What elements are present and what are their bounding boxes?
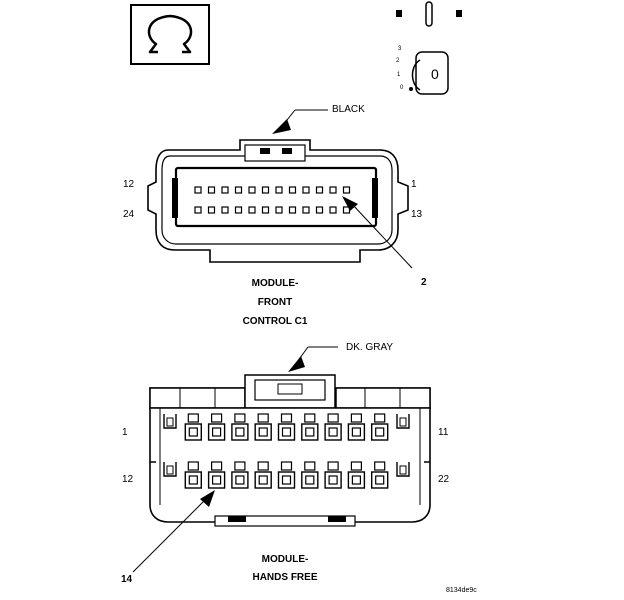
connector-hands-free bbox=[132, 346, 431, 573]
c1-callout-label: 2 bbox=[421, 277, 427, 288]
connector-c1 bbox=[147, 109, 413, 269]
c1-pin-label-bottom-right: 13 bbox=[411, 209, 423, 220]
c1-pin-cavity bbox=[248, 206, 256, 214]
hf-pin-cavity bbox=[371, 413, 389, 441]
c1-pin-label-top-left: 12 bbox=[123, 179, 135, 190]
hf-title-line-2: HANDS FREE bbox=[252, 572, 318, 583]
c1-pin-cavity bbox=[315, 186, 324, 194]
meter-scale-0: 0 bbox=[400, 85, 404, 91]
c1-title-line-2: FRONT bbox=[257, 297, 293, 308]
c1-pin-cavity bbox=[315, 206, 324, 214]
hf-pin-cavity bbox=[207, 461, 226, 489]
hf-pin-cavity bbox=[277, 461, 296, 489]
hf-callout-label: 14 bbox=[121, 574, 133, 585]
hf-title-line-1: MODULE- bbox=[261, 554, 309, 565]
hf-pin-cavity bbox=[231, 461, 249, 489]
hf-color-label: DK. GRAY bbox=[346, 342, 394, 353]
c1-pin-grid bbox=[194, 186, 351, 214]
c1-pin-cavity bbox=[261, 186, 270, 194]
c1-pin-cavity bbox=[288, 206, 297, 214]
c1-pin-cavity bbox=[342, 186, 351, 194]
hf-pin-cavity bbox=[347, 413, 366, 441]
c1-pin-cavity bbox=[302, 186, 310, 194]
c1-pin-cavity bbox=[234, 206, 243, 214]
hf-pin-label-top-left: 1 bbox=[122, 427, 128, 438]
meter-value: 0 bbox=[431, 66, 439, 82]
hf-pin-cavity bbox=[254, 461, 272, 489]
c1-pin-label-top-right: 1 bbox=[411, 179, 417, 190]
hf-pin-cavity bbox=[324, 461, 342, 489]
hf-pin-cavity bbox=[396, 414, 410, 429]
c1-pin-cavity bbox=[261, 206, 270, 214]
c1-title-line-1: MODULE- bbox=[251, 278, 299, 289]
c1-title-line-3: CONTROL C1 bbox=[242, 316, 308, 327]
c1-pin-cavity bbox=[194, 186, 202, 194]
hf-pin-cavity bbox=[324, 413, 342, 441]
hf-pin-label-top-right: 11 bbox=[438, 427, 449, 438]
hf-pin-cavity bbox=[301, 461, 319, 489]
c1-pin-label-bottom-left: 24 bbox=[123, 209, 135, 220]
meter-scale-2: 2 bbox=[396, 58, 400, 64]
c1-pin-cavity bbox=[275, 186, 283, 194]
hands-free-pin-grid bbox=[163, 413, 410, 489]
figure-id: 8134de9c bbox=[446, 587, 477, 594]
hf-pin-cavity bbox=[163, 414, 177, 429]
hf-pin-label-bottom-left: 12 bbox=[122, 474, 134, 485]
hf-pin-cavity bbox=[184, 461, 203, 489]
c1-color-label: BLACK bbox=[332, 104, 365, 115]
c1-pin-cavity bbox=[221, 206, 229, 214]
hf-pin-cavity bbox=[254, 413, 272, 441]
hf-pin-cavity bbox=[371, 461, 389, 489]
hf-pin-cavity bbox=[347, 461, 366, 489]
hf-pin-cavity bbox=[277, 413, 296, 441]
c1-pin-cavity bbox=[329, 206, 337, 214]
ohm-icon bbox=[130, 4, 210, 65]
c1-pin-cavity bbox=[288, 186, 297, 194]
c1-pin-cavity bbox=[207, 206, 216, 214]
c1-pin-cavity bbox=[234, 186, 243, 194]
c1-pin-cavity bbox=[329, 186, 337, 194]
meter-scale-3: 3 bbox=[398, 46, 402, 52]
hf-pin-cavity bbox=[163, 462, 177, 477]
meter-scale-1: 1 bbox=[397, 72, 401, 78]
hf-pin-cavity bbox=[184, 413, 203, 441]
c1-pin-cavity bbox=[194, 206, 202, 214]
c1-pin-cavity bbox=[302, 206, 310, 214]
c1-pin-cavity bbox=[207, 186, 216, 194]
hf-pin-cavity bbox=[231, 413, 249, 441]
c1-pin-cavity bbox=[275, 206, 283, 214]
hf-pin-label-bottom-right: 22 bbox=[438, 474, 450, 485]
hf-pin-cavity bbox=[396, 462, 410, 477]
meter-dial-icon bbox=[396, 1, 462, 95]
c1-pin-cavity bbox=[221, 186, 229, 194]
hf-pin-cavity bbox=[301, 413, 319, 441]
c1-pin-cavity bbox=[248, 186, 256, 194]
hf-pin-cavity bbox=[207, 413, 226, 441]
